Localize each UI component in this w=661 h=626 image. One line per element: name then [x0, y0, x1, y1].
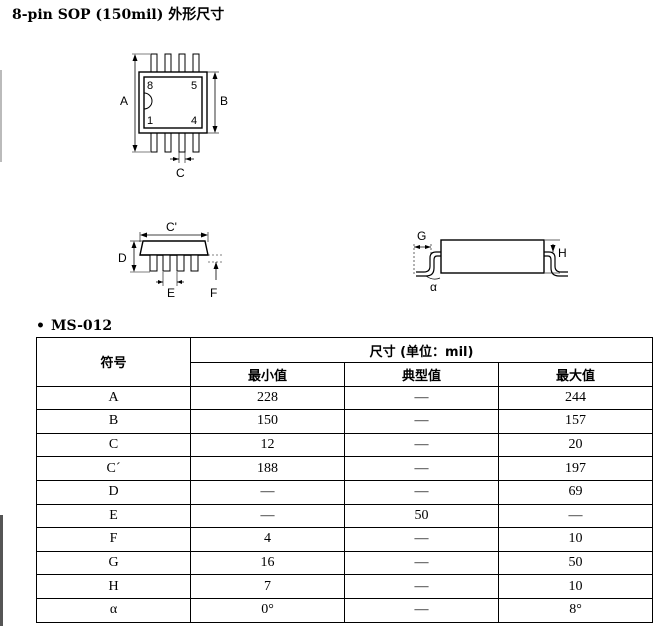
row-max: 157: [497, 409, 654, 434]
dim-label-b: B: [220, 94, 228, 108]
row-min: 0°: [190, 597, 345, 623]
table-row: D — — 69: [36, 479, 654, 505]
row-max: 20: [497, 432, 654, 458]
table-row: F 4 — 10: [36, 527, 654, 552]
dim-label-f: F: [210, 286, 217, 300]
row-symbol: A: [36, 385, 191, 411]
table-row: α 0° — 8°: [36, 597, 654, 623]
row-max: 8°: [497, 597, 654, 623]
top-view: 8 5 1 4 A B C: [120, 53, 228, 180]
row-min: —: [190, 479, 345, 505]
dim-label-h: H: [558, 246, 567, 260]
row-symbol: C: [36, 432, 191, 458]
pin-4-number: 4: [191, 115, 197, 127]
page-title: 8-pin SOP (150mil) 外形尺寸: [12, 7, 225, 23]
left-edge-mark-top: [0, 70, 2, 162]
row-max: 69: [497, 479, 654, 505]
end-view: G H α: [413, 229, 568, 294]
row-min: 188: [190, 456, 345, 481]
row-typ: —: [344, 550, 499, 576]
col-header-typ: 典型值: [344, 362, 499, 387]
col-header-min: 最小值: [190, 362, 345, 387]
row-min: 228: [190, 385, 345, 411]
row-typ: —: [344, 409, 499, 434]
row-min: —: [190, 503, 345, 529]
dim-label-c: C: [176, 166, 185, 180]
left-edge-mark-bottom: [0, 515, 3, 626]
row-typ: —: [344, 432, 499, 458]
row-typ: 50: [344, 503, 499, 529]
row-symbol: G: [36, 550, 191, 576]
row-max: 10: [497, 574, 654, 599]
package-drawing: 8 5 1 4 A B C C': [118, 53, 568, 300]
dim-label-alpha: α: [430, 280, 437, 294]
row-max: 50: [497, 550, 654, 576]
dim-label-g: G: [417, 229, 426, 243]
table-row: C´ 188 — 197: [36, 456, 654, 481]
row-symbol: B: [36, 409, 191, 434]
row-min: 7: [190, 574, 345, 599]
row-typ: —: [344, 479, 499, 505]
dim-label-d: D: [118, 251, 127, 265]
symbol-header: 符号: [36, 337, 191, 387]
bullet-icon: •: [36, 318, 45, 334]
pin-5-number: 5: [191, 80, 197, 92]
row-symbol: C´: [36, 456, 191, 481]
row-typ: —: [344, 527, 499, 552]
table-row: G 16 — 50: [36, 550, 654, 576]
row-symbol: H: [36, 574, 191, 599]
row-min: 150: [190, 409, 345, 434]
pin-1-number: 1: [147, 115, 153, 127]
row-typ: —: [344, 456, 499, 481]
side-view: C' D E F: [118, 220, 222, 300]
pin-8-number: 8: [147, 80, 153, 92]
col-header-max: 最大值: [497, 362, 654, 387]
package-name: • MS-012: [36, 318, 112, 334]
dimension-table: 符号 尺寸 (单位：mil) 最小值 典型值 最大值 A 228 — 244 B…: [36, 337, 654, 623]
table-row: E — 50 —: [36, 503, 654, 529]
row-typ: —: [344, 385, 499, 411]
row-min: 16: [190, 550, 345, 576]
row-typ: —: [344, 574, 499, 599]
row-min: 4: [190, 527, 345, 552]
table-row: H 7 — 10: [36, 574, 654, 599]
row-typ: —: [344, 597, 499, 623]
dim-label-c-prime: C': [166, 220, 177, 234]
table-row: B 150 — 157: [36, 409, 654, 434]
row-max: 197: [497, 456, 654, 481]
table-row: C 12 — 20: [36, 432, 654, 458]
dim-label-e: E: [167, 286, 175, 300]
dim-label-a: A: [120, 94, 128, 108]
table-row: A 228 — 244: [36, 385, 654, 411]
row-symbol: F: [36, 527, 191, 552]
row-symbol: α: [36, 597, 191, 623]
row-symbol: D: [36, 479, 191, 505]
row-max: 10: [497, 527, 654, 552]
row-max: 244: [497, 385, 654, 411]
package-name-text: MS-012: [50, 318, 113, 334]
dims-header: 尺寸 (单位：mil): [189, 337, 654, 363]
row-min: 12: [190, 432, 345, 458]
row-symbol: E: [36, 503, 191, 529]
row-max: —: [497, 503, 654, 529]
